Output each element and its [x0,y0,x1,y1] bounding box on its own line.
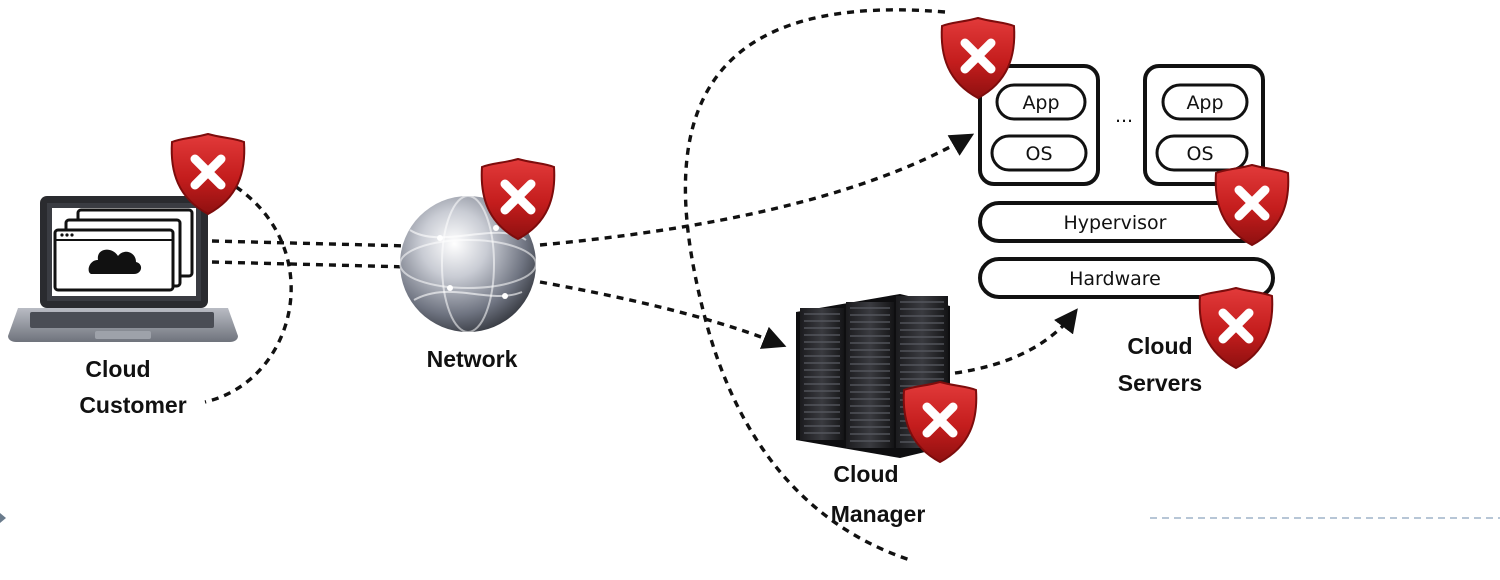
vm2-app-pill [1161,83,1249,121]
laptop-icon [8,196,238,342]
link-network-manager [539,280,787,349]
link-customer-network-2 [211,260,411,269]
servers-label-line2: Servers [1118,370,1202,396]
link-network-servers [539,133,975,247]
vm1-os-pill [990,134,1088,172]
hypervisor-label: Hypervisor [1064,212,1167,234]
slide-bullet-icon [0,513,6,523]
hardware-label: Hardware [1069,268,1161,290]
network-label: Network [427,346,518,372]
customer-boundary [204,178,293,404]
vm1-os-label: OS [1025,143,1052,165]
globe-icon [399,195,537,333]
manager-label-line1: Cloud [833,461,898,487]
cloud-servers-stack: App OS ... App OS Hypervisor Hardware [978,64,1275,299]
vm2-os-pill [1155,134,1249,172]
vm-ellipsis: ... [1115,105,1133,127]
shield-x-icon [1200,288,1273,368]
link-manager-servers [954,308,1078,375]
vm2-app-label: App [1186,92,1223,114]
hardware-bar [978,257,1275,299]
link-customer-network-1 [211,239,411,248]
vm2-os-label: OS [1186,143,1213,165]
manager-label-line2: Manager [831,501,926,527]
customer-label-line2: Customer [79,392,186,418]
customer-label-line1: Cloud [85,356,150,382]
cloud-boundary [683,8,946,562]
vm1-app-label: App [1022,92,1059,114]
vm1-app-pill [995,83,1087,121]
servers-label-line1: Cloud [1127,333,1192,359]
